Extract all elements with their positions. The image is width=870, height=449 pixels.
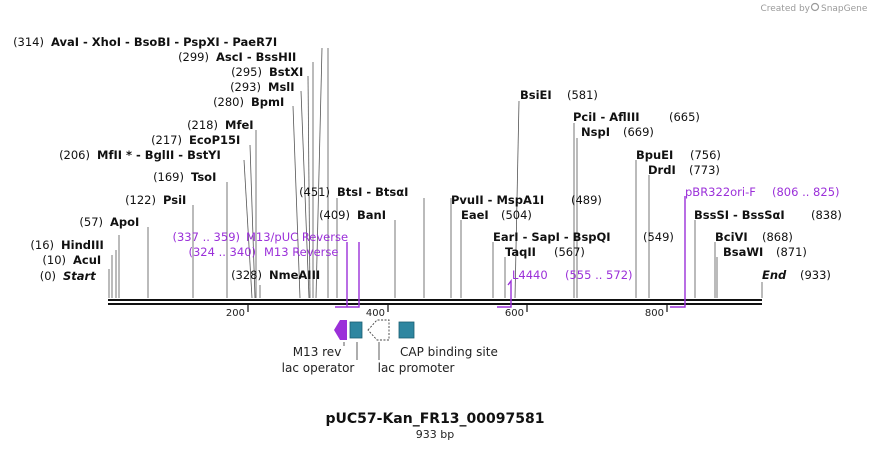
- site-connector-lines: [108, 47, 763, 299]
- tick-label-600: 600: [505, 308, 524, 319]
- sequence-backbone: [108, 299, 762, 305]
- scale-ticks: [247, 304, 668, 312]
- lac-promoter-arrow[interactable]: [367, 319, 390, 341]
- site-bani[interactable]: BanI: [357, 208, 386, 222]
- site-pos: (868): [762, 230, 793, 244]
- site-pos: (299): [178, 50, 209, 64]
- site-pos: (293): [230, 80, 261, 94]
- site-asci-bsshii[interactable]: AscI - BssHII: [216, 50, 296, 64]
- site-start: Start: [63, 269, 96, 283]
- primer-l4440[interactable]: L4440: [512, 268, 548, 282]
- site-apoi[interactable]: ApoI: [110, 215, 139, 229]
- primer-range: (337 .. 359): [173, 230, 241, 244]
- tick-label-800: 800: [645, 308, 664, 319]
- site-bpmi[interactable]: BpmI: [251, 95, 284, 109]
- primer-range: (555 .. 572): [565, 268, 633, 282]
- site-ecop15i[interactable]: EcoP15I: [189, 133, 240, 147]
- site-taqii[interactable]: TaqII: [505, 245, 536, 259]
- tick-label-200: 200: [226, 308, 245, 319]
- site-pos: (295): [231, 65, 262, 79]
- site-mfei[interactable]: MfeI: [225, 118, 254, 132]
- site-pos: (16): [30, 238, 54, 252]
- site-pos: (169): [153, 170, 184, 184]
- site-btsi[interactable]: BtsI - BtsαI: [337, 185, 408, 199]
- site-pos: (10): [42, 253, 66, 267]
- site-bcivi[interactable]: BciVI: [715, 230, 748, 244]
- primer-markers: [335, 196, 686, 308]
- site-bsiei[interactable]: BsiEI: [520, 88, 552, 102]
- site-msli[interactable]: MslI: [268, 80, 295, 94]
- site-bsssi-bsssai[interactable]: BssSI - BssSαI: [694, 208, 785, 222]
- site-pos: (581): [567, 88, 598, 102]
- site-pos: (314): [13, 35, 44, 49]
- site-pos: (0): [40, 269, 56, 283]
- page-title: pUC57-Kan_FR13_00097581: [326, 411, 545, 427]
- site-hindiii[interactable]: HindIII: [61, 238, 104, 252]
- tick-label-400: 400: [366, 308, 385, 319]
- credit-text: Created by: [760, 4, 810, 14]
- site-pos: (567): [554, 245, 585, 259]
- site-bstxi[interactable]: BstXI: [269, 65, 303, 79]
- m13-rev-arrow[interactable]: [334, 320, 347, 340]
- site-pos: (773): [689, 163, 720, 177]
- sequence-length: 933 bp: [416, 428, 454, 441]
- lac-promoter-label: lac promoter: [378, 361, 455, 375]
- site-bsawi[interactable]: BsaWI: [723, 245, 763, 259]
- site-pos: (838): [811, 208, 842, 222]
- primer-m13-reverse[interactable]: M13 Reverse: [264, 245, 338, 259]
- site-pos: (756): [690, 148, 721, 162]
- site-bpuei[interactable]: BpuEI: [636, 148, 673, 162]
- primer-pbr322ori-f[interactable]: pBR322ori-F: [685, 185, 756, 199]
- snapgene-logo-icon: [810, 2, 820, 12]
- credit-brand: SnapGene: [821, 4, 868, 14]
- cap-binding-site-label: CAP binding site: [400, 345, 498, 359]
- site-acui[interactable]: AcuI: [73, 253, 101, 267]
- site-pos: (409): [319, 208, 350, 222]
- site-pos: (451): [299, 185, 330, 199]
- site-pos: (669): [623, 125, 654, 139]
- cap-binding-site-box[interactable]: [398, 321, 415, 339]
- site-avai-xhoi-group[interactable]: AvaI - XhoI - BsoBI - PspXI - PaeR7I: [51, 35, 277, 49]
- primer-range: (806 .. 825): [772, 185, 840, 199]
- site-pos: (122): [125, 193, 156, 207]
- site-pos: (217): [151, 133, 182, 147]
- site-pos: (489): [571, 193, 602, 207]
- site-nmeaiii[interactable]: NmeAIII: [269, 268, 320, 282]
- site-pos: (549): [643, 230, 674, 244]
- site-pos: (280): [213, 95, 244, 109]
- site-pos: (57): [79, 215, 103, 229]
- site-eari-sapi-bspqi[interactable]: EarI - SapI - BspQI: [493, 230, 611, 244]
- site-mfii-bglii-bstyi[interactable]: MfII * - BglII - BstYI: [97, 148, 221, 162]
- site-pcii-afliii[interactable]: PciI - AflIII: [573, 110, 640, 124]
- site-drdi[interactable]: DrdI: [648, 163, 676, 177]
- site-eaei[interactable]: EaeI: [461, 208, 489, 222]
- m13-rev-label: M13 rev: [293, 345, 342, 359]
- site-pos: (328): [231, 268, 262, 282]
- site-pos: (665): [669, 110, 700, 124]
- site-pos: (218): [187, 118, 218, 132]
- site-tsoi[interactable]: TsoI: [191, 170, 216, 184]
- primer-range: (324 .. 340): [189, 245, 257, 259]
- site-end: End: [762, 268, 787, 282]
- site-pos: (504): [501, 208, 532, 222]
- site-psii[interactable]: PsiI: [163, 193, 186, 207]
- feature-leader-lines: [343, 342, 380, 360]
- site-pos: (933): [800, 268, 831, 282]
- lac-operator-label: lac operator: [282, 361, 355, 375]
- site-pos: (871): [776, 245, 807, 259]
- site-nspi[interactable]: NspI: [581, 125, 610, 139]
- lac-operator-box[interactable]: [349, 321, 363, 339]
- site-pos: (206): [59, 148, 90, 162]
- site-pvuii-mspa1i[interactable]: PvuII - MspA1I: [451, 193, 544, 207]
- primer-m13-puc-reverse[interactable]: M13/pUC Reverse: [246, 230, 348, 244]
